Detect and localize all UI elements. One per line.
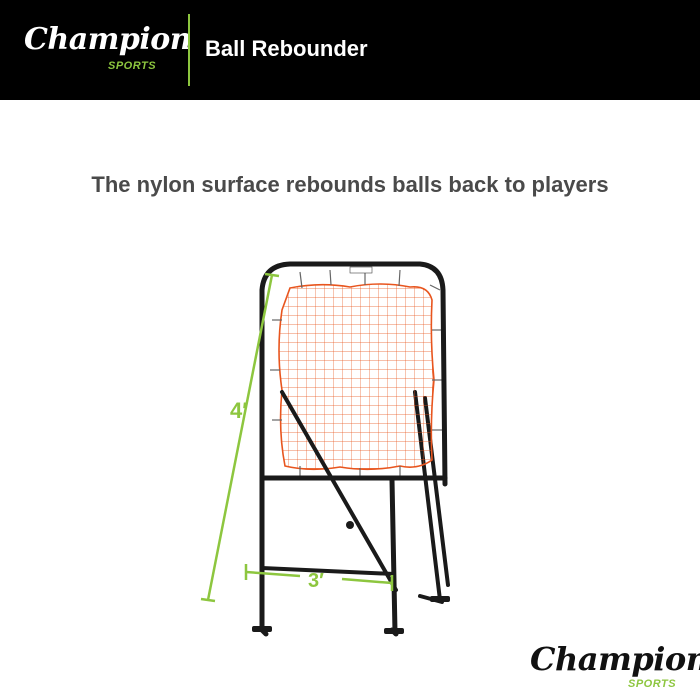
height-dimension	[200, 272, 280, 603]
logo-brand-sub: SPORTS	[108, 60, 157, 72]
nylon-net	[278, 283, 435, 471]
header-divider	[188, 14, 190, 86]
footer-champion-sports-logo: Champion SPORTS	[530, 640, 700, 695]
steel-frame	[259, 261, 448, 637]
width-label: 3′	[308, 570, 324, 592]
page-title: Ball Rebounder	[205, 36, 368, 61]
header-bar: Champion SPORTS Ball Rebounder	[0, 0, 700, 100]
frame-brand-tag	[349, 266, 373, 274]
adjustment-knob	[346, 521, 354, 529]
footer-logo-brand: Champion	[530, 640, 700, 678]
height-label: 4′	[230, 398, 248, 423]
champion-sports-logo: Champion SPORTS	[24, 22, 192, 82]
frame-feet	[252, 596, 450, 634]
logo-brand: Champion	[24, 22, 192, 57]
width-dimension	[244, 564, 394, 591]
headline: The nylon surface rebounds balls back to…	[91, 172, 609, 197]
footer-logo-brand-sub: SPORTS	[628, 678, 677, 690]
